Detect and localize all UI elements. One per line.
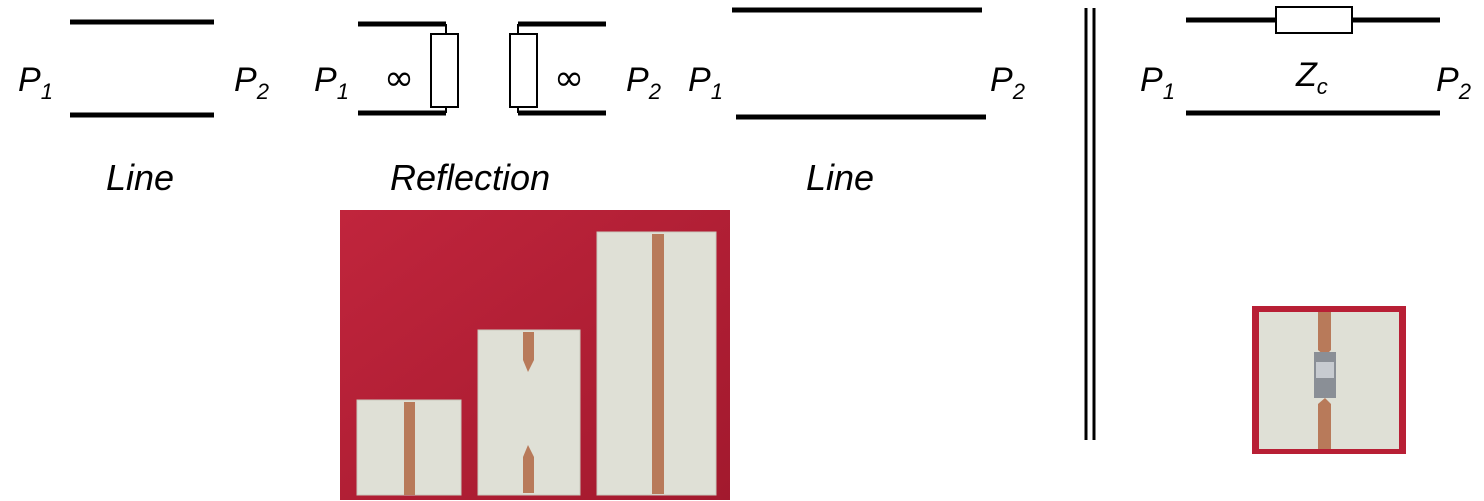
- port-1-label: P1: [314, 61, 349, 104]
- reflection-standard: P1 ∞ ∞ P2 Reflection: [314, 21, 661, 198]
- port-2-label: P2: [1436, 61, 1471, 104]
- port-2-label: P2: [234, 61, 269, 104]
- copper-trace-bottom: [523, 445, 534, 493]
- impedance-element: [1275, 6, 1353, 34]
- separator: [1084, 8, 1096, 440]
- line-standard-left: P1 P2 Line: [18, 19, 269, 198]
- copper-trace: [652, 234, 664, 494]
- port-1-label: P1: [688, 61, 723, 104]
- copper-trace-top: [523, 332, 534, 372]
- photo-dut-sample: [1252, 306, 1406, 454]
- reflection-caption: Reflection: [390, 157, 550, 198]
- port-1-label: P1: [1140, 61, 1175, 104]
- component-body: [1316, 362, 1334, 378]
- photo-calibration-standards: [340, 210, 730, 500]
- impedance-label: Zc: [1295, 56, 1328, 99]
- reflect-left-open-load: [430, 33, 459, 108]
- port-2-label: P2: [990, 61, 1025, 104]
- dut-diagram: P1 Zc P2: [1140, 6, 1471, 116]
- copper-trace-bottom: [1318, 398, 1331, 449]
- copper-trace: [404, 402, 415, 495]
- reflect-right-open-load: [509, 33, 538, 108]
- infinity-symbol-left: ∞: [384, 58, 414, 99]
- line-caption: Line: [806, 157, 874, 198]
- port-2-label: P2: [626, 61, 661, 104]
- line-standard-long: P1 P2 Line: [688, 7, 1025, 198]
- infinity-symbol-right: ∞: [554, 58, 584, 99]
- copper-trace-top: [1318, 312, 1331, 356]
- line-caption: Line: [106, 157, 174, 198]
- port-1-label: P1: [18, 61, 53, 104]
